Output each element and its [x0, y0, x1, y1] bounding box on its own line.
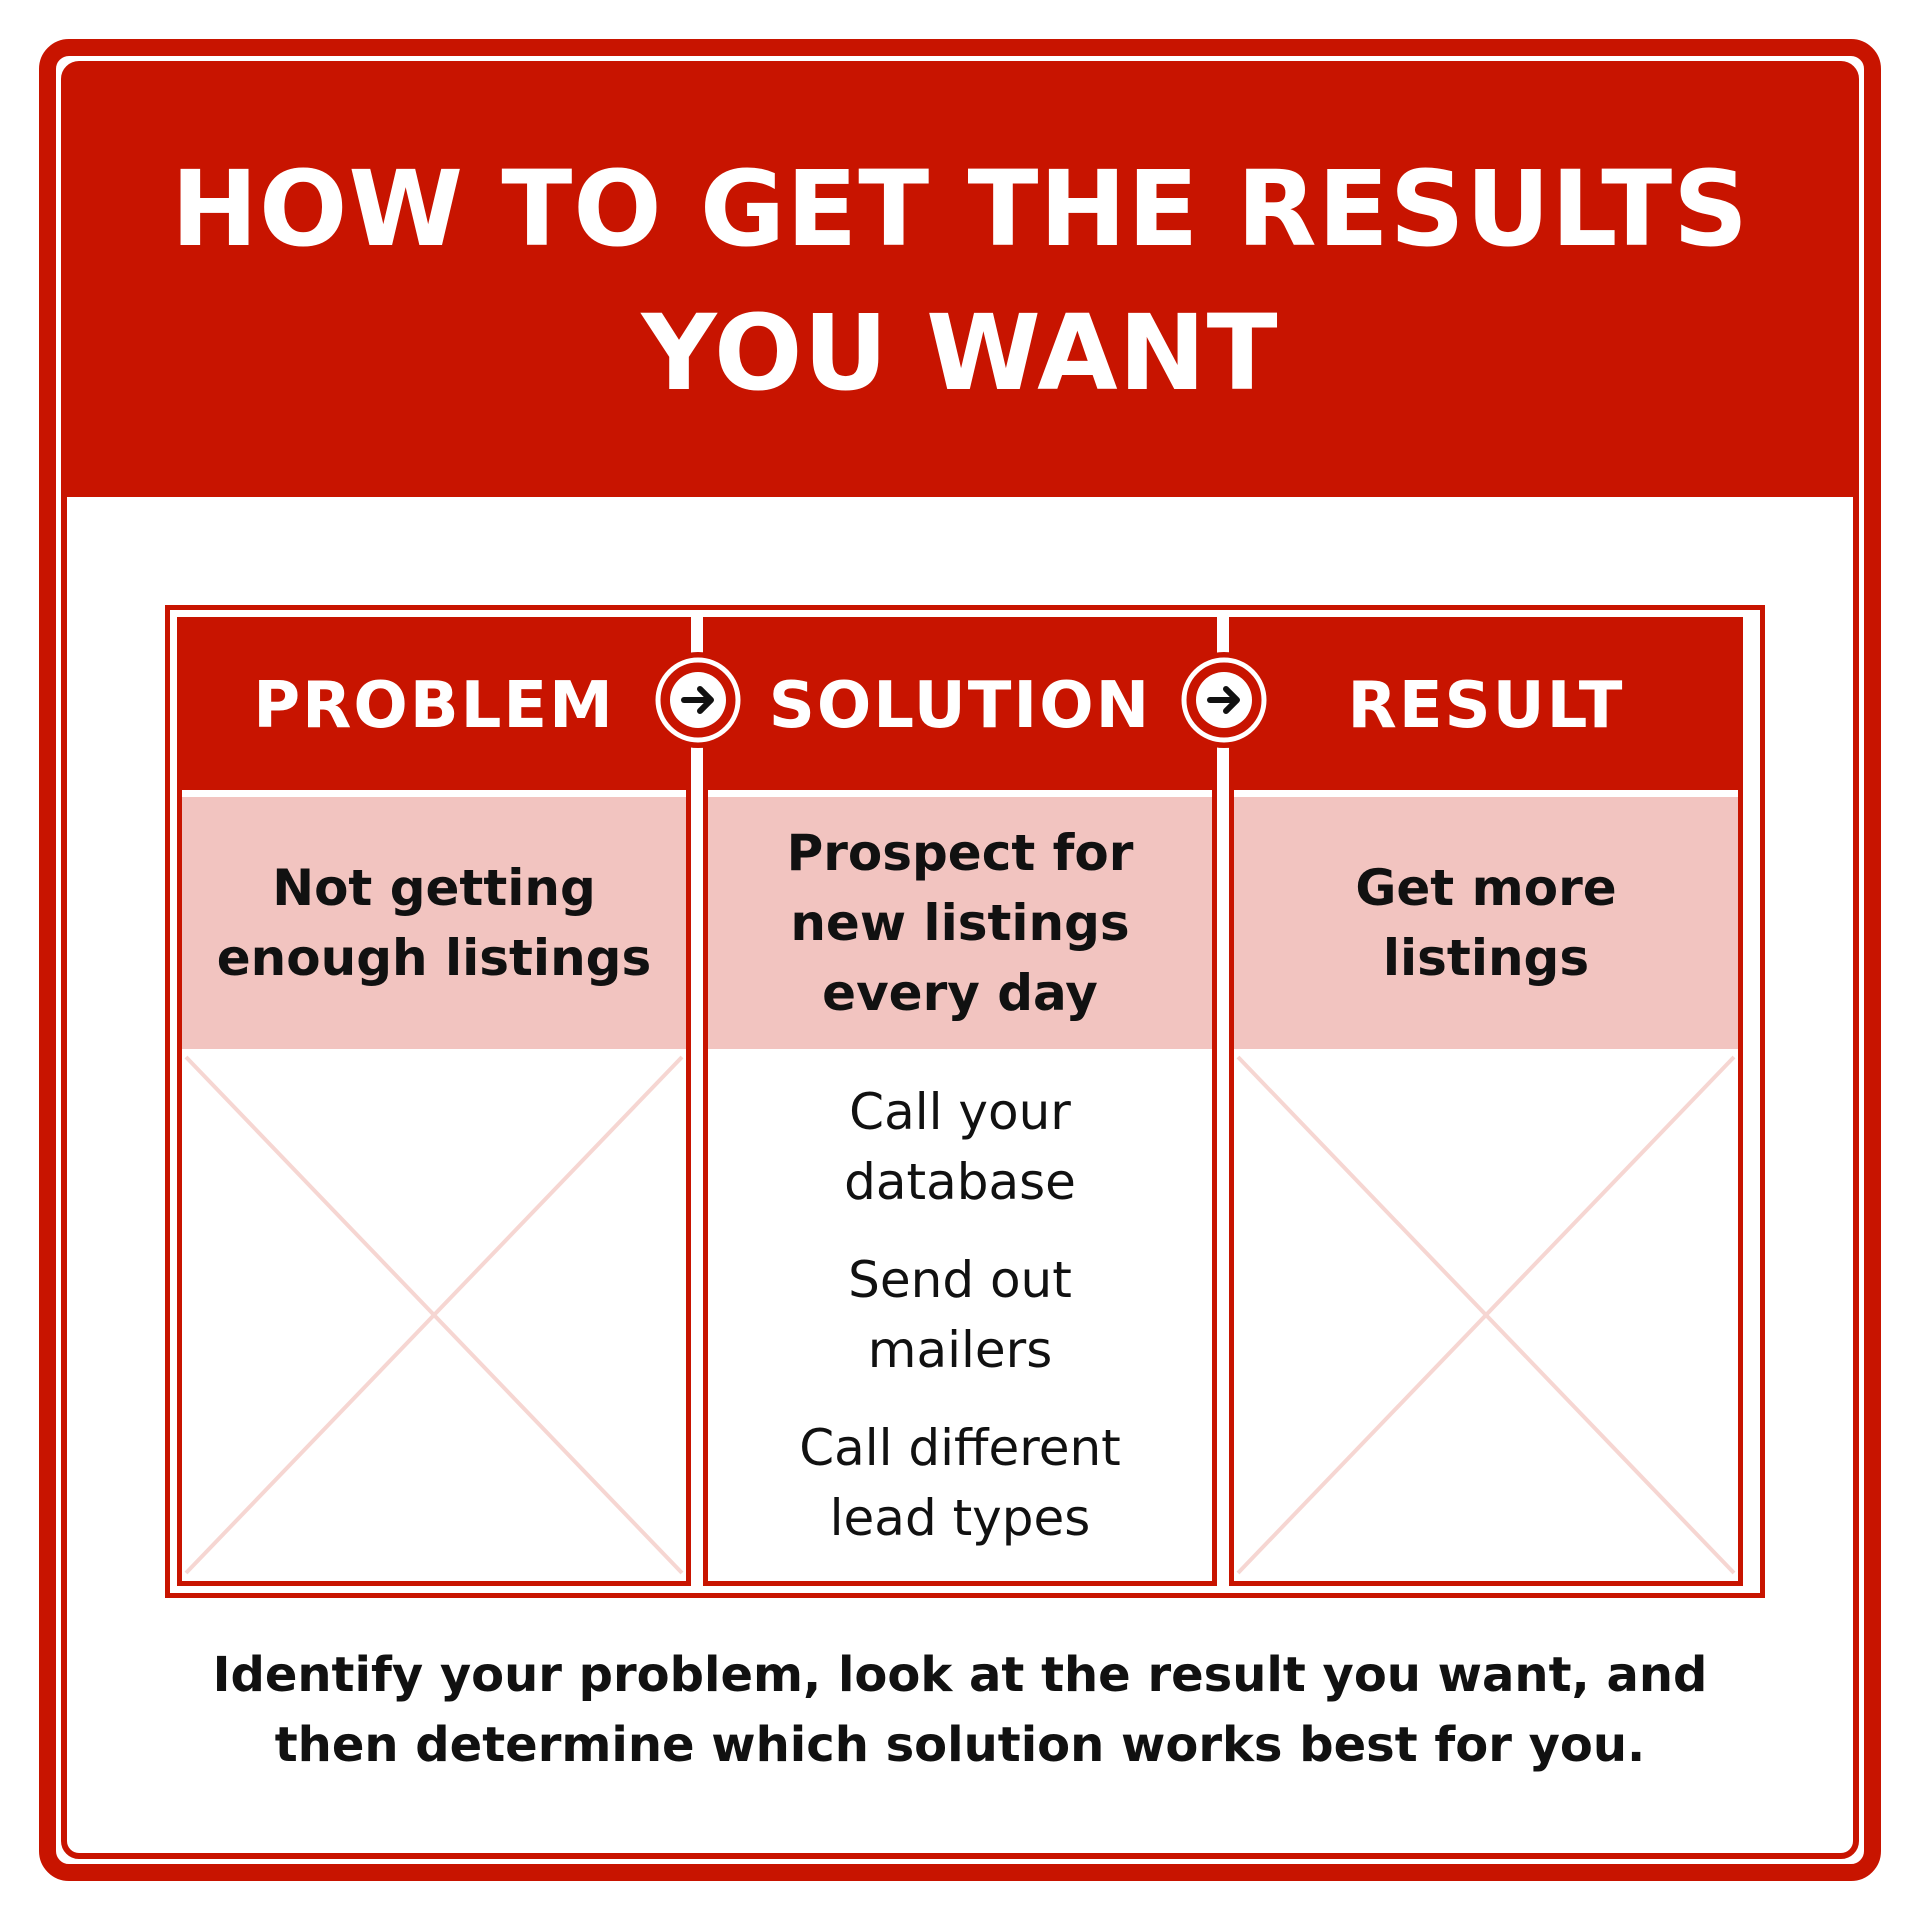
arrow-right-circle-icon: [650, 652, 746, 748]
solution-column: SOLUTION Prospect for new listings every…: [703, 617, 1217, 1586]
result-summary: Get more listings: [1355, 859, 1617, 987]
solution-header: SOLUTION: [708, 622, 1212, 790]
problem-heading: PROBLEM: [253, 669, 615, 743]
solution-summary-cell: Prospect for new listings every day: [708, 797, 1212, 1049]
empty-placeholder-icon: [184, 1055, 684, 1575]
solution-body: Call your database Send out mailers Call…: [708, 1049, 1212, 1581]
caption: Identify your problem, look at the resul…: [212, 1647, 1708, 1773]
problem-body: [182, 1049, 686, 1581]
solution-summary: Prospect for new listings every day: [786, 824, 1134, 1022]
result-column: RESULT Get more listings: [1229, 617, 1743, 1586]
result-heading: RESULT: [1347, 669, 1625, 743]
result-header: RESULT: [1234, 622, 1738, 790]
solution-heading: SOLUTION: [768, 669, 1152, 743]
problem-summary: Not getting enough listings: [216, 859, 652, 987]
title-banner: HOW TO GET THE RESULTS YOU WANT: [64, 64, 1856, 497]
result-body: [1234, 1049, 1738, 1581]
arrow-right-circle-icon: [1176, 652, 1272, 748]
problem-header: PROBLEM: [182, 622, 686, 790]
result-summary-cell: Get more listings: [1234, 797, 1738, 1049]
outer-frame: [39, 39, 1881, 1881]
problem-column: PROBLEM Not getting enough listings: [177, 617, 691, 1586]
solution-step: Call your database: [844, 1083, 1076, 1211]
arrow-right-icon: [1181, 657, 1267, 743]
solution-step: Send out mailers: [848, 1251, 1072, 1379]
flow-table-border: [165, 605, 1765, 1598]
solution-step: Call different lead types: [799, 1419, 1121, 1547]
page-title: HOW TO GET THE RESULTS YOU WANT: [170, 147, 1750, 414]
solution-steps-list: Call your database Send out mailers Call…: [708, 1049, 1212, 1581]
arrow-right-icon: [655, 657, 741, 743]
problem-summary-cell: Not getting enough listings: [182, 797, 686, 1049]
empty-placeholder-icon: [1236, 1055, 1736, 1575]
